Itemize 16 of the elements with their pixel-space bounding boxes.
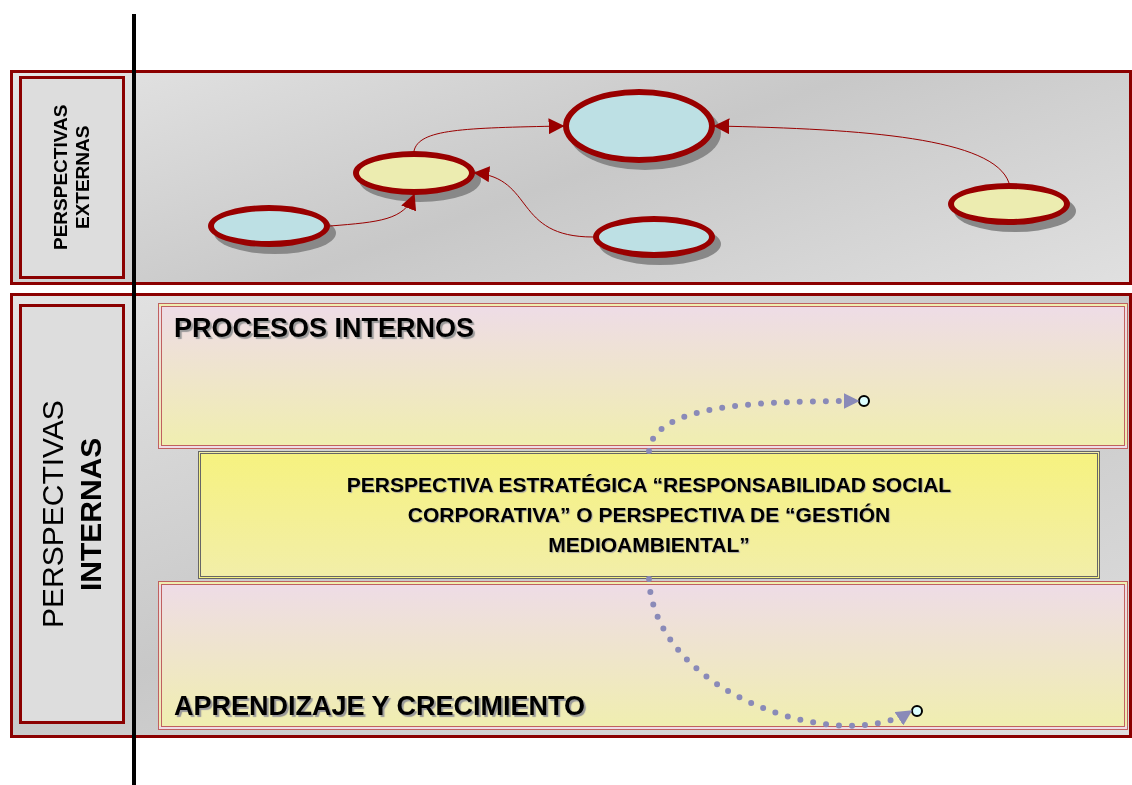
banner-text: PERSPECTIVA ESTRATÉGICA “RESPONSABILIDAD SOCIAL CORPORATIVA” O PERSPECTIVA DE “GESTIÓN MEDIOAMBIENTAL” xyxy=(345,472,953,558)
section-panel xyxy=(158,303,1128,449)
arrow xyxy=(473,167,594,238)
perspective-band xyxy=(10,70,1132,285)
endpoint-circle xyxy=(911,705,923,717)
section-panel xyxy=(158,581,1128,730)
arrow xyxy=(329,193,415,227)
strategy-banner xyxy=(198,451,1100,579)
arrow xyxy=(413,118,565,152)
arrow xyxy=(713,118,1010,184)
section-heading: PROCESOS INTERNOS xyxy=(174,313,475,344)
band-label: PERSPECTIVAS EXTERNAS xyxy=(50,103,94,253)
perspective-band xyxy=(10,293,1132,738)
section-heading: APRENDIZAJE Y CRECIMIENTO xyxy=(174,691,586,722)
endpoint-circle xyxy=(858,395,870,407)
band-label: PERSPECTIVAS INTERNAS xyxy=(35,399,108,630)
